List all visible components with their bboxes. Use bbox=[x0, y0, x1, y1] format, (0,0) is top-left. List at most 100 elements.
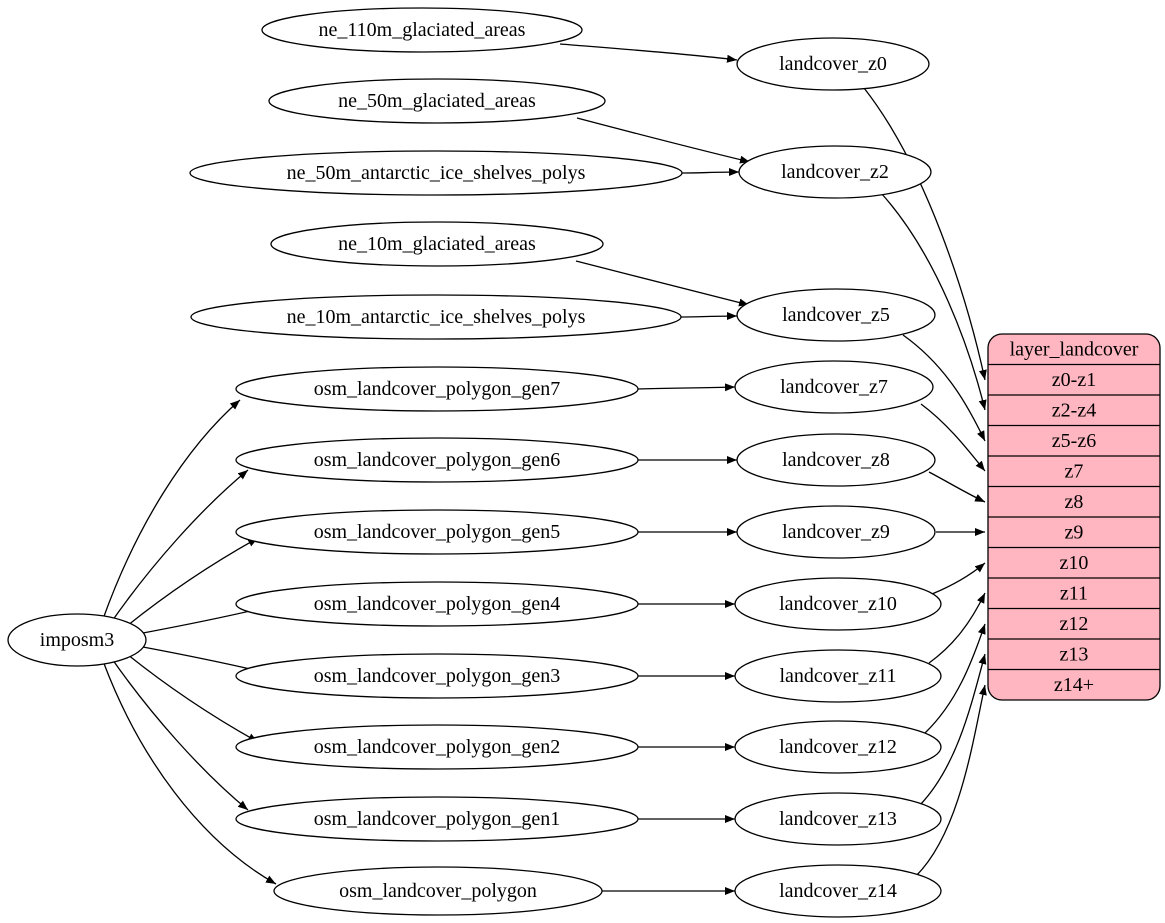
node-landcover_z9-shape bbox=[736, 505, 936, 559]
node-osm_landcover_polygon_gen2-shape bbox=[235, 724, 639, 770]
node-osm_landcover_polygon_gen7: osm_landcover_polygon_gen7 bbox=[235, 366, 639, 412]
record-row-z5-z6: z5-z6 bbox=[1052, 430, 1096, 452]
node-ne_110m_glaciated_areas-label: ne_110m_glaciated_areas bbox=[319, 19, 526, 41]
node-landcover_z5: landcover_z5 bbox=[736, 288, 936, 342]
node-landcover_z14: landcover_z14 bbox=[734, 864, 942, 918]
node-ne_50m_antarctic_ice_shelves_polys: ne_50m_antarctic_ice_shelves_polys bbox=[189, 150, 683, 196]
edge-landcover_z14-to-layer_landcover:z14+ bbox=[915, 684, 987, 877]
node-landcover_z10-label: landcover_z10 bbox=[779, 593, 897, 615]
node-imposm3-label: imposm3 bbox=[40, 629, 114, 651]
node-osm_landcover_polygon_gen1-shape bbox=[235, 796, 639, 842]
node-ne_50m_antarctic_ice_shelves_polys-label: ne_50m_antarctic_ice_shelves_polys bbox=[287, 162, 586, 184]
node-osm_landcover_polygon_gen6-label: osm_landcover_polygon_gen6 bbox=[314, 449, 561, 471]
node-osm_landcover_polygon_gen3-label: osm_landcover_polygon_gen3 bbox=[314, 665, 561, 687]
node-landcover_z10: landcover_z10 bbox=[734, 577, 942, 631]
record-title: layer_landcover bbox=[1010, 338, 1139, 360]
node-landcover_z5-label: landcover_z5 bbox=[782, 304, 890, 326]
node-landcover_z7-shape bbox=[734, 360, 934, 414]
edge-landcover_z2-to-layer_landcover:z2-z4 bbox=[880, 192, 987, 411]
node-osm_landcover_polygon_gen2-label: osm_landcover_polygon_gen2 bbox=[314, 736, 561, 758]
node-landcover_z14-shape bbox=[734, 864, 942, 918]
node-landcover_z11-label: landcover_z11 bbox=[780, 665, 897, 687]
edge-imposm3-to-osm_landcover_polygon_gen3 bbox=[142, 646, 264, 674]
edge-landcover_z12-to-layer_landcover:z12 bbox=[924, 623, 986, 734]
node-ne_10m_antarctic_ice_shelves_polys: ne_10m_antarctic_ice_shelves_polys bbox=[190, 294, 682, 340]
node-osm_landcover_polygon_gen3-shape bbox=[235, 653, 639, 699]
edge-landcover_z11-to-layer_landcover:z11 bbox=[928, 592, 986, 664]
edge-landcover_z10-to-layer_landcover:z10 bbox=[931, 562, 986, 595]
node-landcover_z12-shape bbox=[734, 720, 942, 774]
node-landcover_z0: landcover_z0 bbox=[736, 37, 930, 91]
node-osm_landcover_polygon_gen3: osm_landcover_polygon_gen3 bbox=[235, 653, 639, 699]
node-landcover_z11: landcover_z11 bbox=[734, 649, 942, 703]
node-landcover_z14-label: landcover_z14 bbox=[779, 880, 897, 902]
node-ne_10m_antarctic_ice_shelves_polys-shape bbox=[190, 294, 682, 340]
record-row-z7: z7 bbox=[1065, 460, 1084, 482]
record-row-z11: z11 bbox=[1060, 582, 1088, 604]
edge-ne_50m_antarctic_ice_shelves_polys-to-landcover_z2 bbox=[681, 168, 740, 177]
node-osm_landcover_polygon_gen2: osm_landcover_polygon_gen2 bbox=[235, 724, 639, 770]
node-landcover_z8: landcover_z8 bbox=[736, 433, 936, 487]
edge-landcover_z0-to-layer_landcover:z0-z1 bbox=[863, 87, 987, 381]
node-imposm3-shape bbox=[7, 613, 147, 667]
node-ne_10m_antarctic_ice_shelves_polys-label: ne_10m_antarctic_ice_shelves_polys bbox=[287, 306, 586, 328]
node-landcover_z9-label: landcover_z9 bbox=[782, 521, 890, 543]
nodes-layer: imposm3 ne_110m_glaciated_areas ne_50m_gla… bbox=[7, 7, 1161, 918]
edge-ne_10m_antarctic_ice_shelves_polys-to-landcover_z5 bbox=[680, 312, 738, 321]
node-landcover_z8-label: landcover_z8 bbox=[782, 449, 890, 471]
node-osm_landcover_polygon: osm_landcover_polygon bbox=[273, 866, 603, 916]
edge-imposm3-to-osm_landcover_polygon_gen4 bbox=[142, 606, 264, 634]
node-landcover_z0-shape bbox=[736, 37, 930, 91]
node-osm_landcover_polygon_gen6: osm_landcover_polygon_gen6 bbox=[235, 437, 639, 483]
node-landcover_z0-label: landcover_z0 bbox=[779, 53, 887, 75]
node-ne_110m_glaciated_areas-shape bbox=[261, 7, 583, 53]
record-row-z12: z12 bbox=[1060, 613, 1089, 635]
node-osm_landcover_polygon_gen7-shape bbox=[235, 366, 639, 412]
node-landcover_z12: landcover_z12 bbox=[734, 720, 942, 774]
edge-imposm3-to-osm_landcover_polygon_gen1 bbox=[109, 655, 249, 811]
edge-imposm3-to-osm_landcover_polygon_gen5 bbox=[121, 537, 259, 631]
record-row-z0-z1: z0-z1 bbox=[1052, 369, 1096, 391]
node-ne_110m_glaciated_areas: ne_110m_glaciated_areas bbox=[261, 7, 583, 53]
edge-landcover_z7-to-layer_landcover:z7 bbox=[920, 403, 986, 472]
edge-landcover_z13-to-layer_landcover:z13 bbox=[919, 653, 987, 806]
record-row-z2-z4: z2-z4 bbox=[1052, 399, 1096, 421]
node-ne_10m_glaciated_areas: ne_10m_glaciated_areas bbox=[270, 221, 604, 267]
node-osm_landcover_polygon_gen5: osm_landcover_polygon_gen5 bbox=[235, 509, 639, 555]
node-osm_landcover_polygon_gen4-shape bbox=[235, 581, 639, 627]
node-ne_50m_glaciated_areas-label: ne_50m_glaciated_areas bbox=[338, 90, 536, 112]
node-osm_landcover_polygon-label: osm_landcover_polygon bbox=[339, 880, 537, 902]
record-row-z10: z10 bbox=[1060, 552, 1089, 574]
node-osm_landcover_polygon_gen6-shape bbox=[235, 437, 639, 483]
node-ne_10m_glaciated_areas-label: ne_10m_glaciated_areas bbox=[338, 233, 536, 255]
node-landcover_z7-label: landcover_z7 bbox=[780, 376, 888, 398]
edge-imposm3-to-osm_landcover_polygon bbox=[102, 660, 277, 885]
node-osm_landcover_polygon_gen7-label: osm_landcover_polygon_gen7 bbox=[314, 378, 561, 400]
node-landcover_z10-shape bbox=[734, 577, 942, 631]
record-layer_landcover: layer_landcover z0-z1 z2-z4 z5-z6 z7 z8 z9 z10 z… bbox=[987, 333, 1161, 701]
node-landcover_z13-label: landcover_z13 bbox=[779, 808, 897, 830]
node-landcover_z11-shape bbox=[734, 649, 942, 703]
node-osm_landcover_polygon_gen4: osm_landcover_polygon_gen4 bbox=[235, 581, 639, 627]
record-row-z14+: z14+ bbox=[1054, 674, 1094, 696]
edge-ne_50m_glaciated_areas-to-landcover_z2 bbox=[576, 117, 751, 164]
edge-landcover_z5-to-layer_landcover:z5-z6 bbox=[902, 334, 986, 442]
node-landcover_z7: landcover_z7 bbox=[734, 360, 934, 414]
node-imposm3: imposm3 bbox=[7, 613, 147, 667]
node-landcover_z2-shape bbox=[738, 145, 932, 199]
node-landcover_z5-shape bbox=[736, 288, 936, 342]
node-landcover_z13-shape bbox=[734, 792, 942, 846]
node-osm_landcover_polygon_gen1: osm_landcover_polygon_gen1 bbox=[235, 796, 639, 842]
edge-ne_110m_glaciated_areas-to-landcover_z0 bbox=[559, 43, 738, 63]
edges-layer bbox=[102, 43, 987, 896]
edge-ne_10m_glaciated_areas-to-landcover_z5 bbox=[575, 260, 750, 307]
record-row-z9: z9 bbox=[1065, 521, 1084, 543]
node-landcover_z13: landcover_z13 bbox=[734, 792, 942, 846]
node-ne_50m_antarctic_ice_shelves_polys-shape bbox=[189, 150, 683, 196]
record-row-z8: z8 bbox=[1065, 491, 1084, 513]
edge-landcover_z8-to-layer_landcover:z8 bbox=[928, 471, 986, 503]
node-ne_50m_glaciated_areas: ne_50m_glaciated_areas bbox=[268, 78, 606, 124]
node-landcover_z8-shape bbox=[736, 433, 936, 487]
node-landcover_z9: landcover_z9 bbox=[736, 505, 936, 559]
